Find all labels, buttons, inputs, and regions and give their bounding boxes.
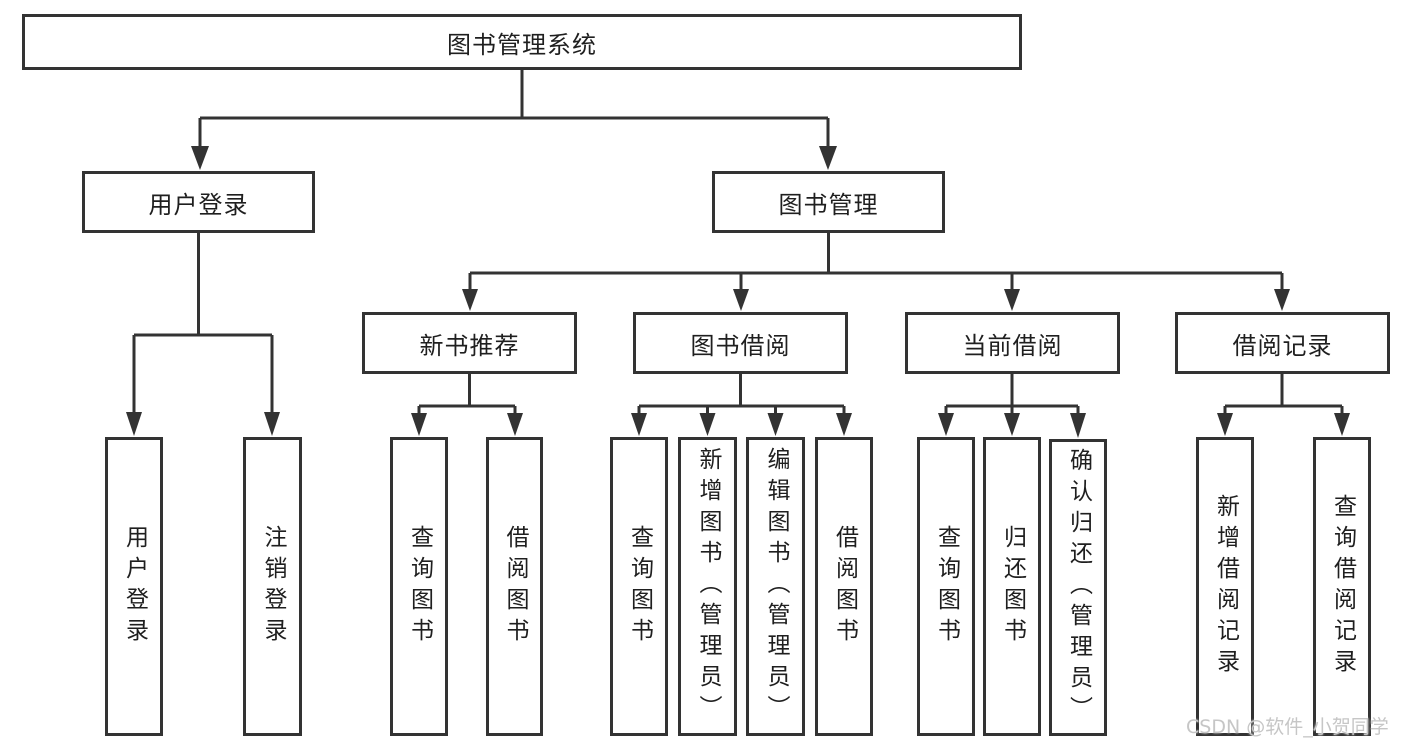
leaf-query-borrow-record: 查询借阅记录 bbox=[1313, 437, 1371, 736]
node-user-login: 用户登录 bbox=[82, 171, 315, 233]
node-current-borrow: 当前借阅 bbox=[905, 312, 1120, 374]
node-new-book-recommend: 新书推荐 bbox=[362, 312, 577, 374]
node-book-management: 图书管理 bbox=[712, 171, 945, 233]
leaf-add-borrow-record: 新增借阅记录 bbox=[1196, 437, 1254, 736]
leaf-query-books-borrow: 查询图书 bbox=[610, 437, 668, 736]
leaf-confirm-return-admin: 确认归还（管理员） bbox=[1049, 439, 1107, 736]
leaf-query-books-recommend: 查询图书 bbox=[390, 437, 448, 736]
leaf-user-login: 用户登录 bbox=[105, 437, 163, 736]
node-borrow-records: 借阅记录 bbox=[1175, 312, 1390, 374]
leaf-edit-books-admin: 编辑图书（管理员） bbox=[746, 437, 805, 736]
leaf-query-books-current: 查询图书 bbox=[917, 437, 975, 736]
leaf-borrow-books-recommend: 借阅图书 bbox=[486, 437, 543, 736]
node-root-library-system: 图书管理系统 bbox=[22, 14, 1022, 70]
node-book-borrow: 图书借阅 bbox=[633, 312, 848, 374]
leaf-logout: 注销登录 bbox=[243, 437, 302, 736]
leaf-return-books: 归还图书 bbox=[983, 437, 1041, 736]
arrowheads bbox=[126, 146, 1350, 438]
leaf-borrow-books: 借阅图书 bbox=[815, 437, 873, 736]
leaf-add-books-admin: 新增图书（管理员） bbox=[678, 437, 737, 736]
csdn-watermark: CSDN @软件_小贺同学 bbox=[1186, 716, 1389, 738]
